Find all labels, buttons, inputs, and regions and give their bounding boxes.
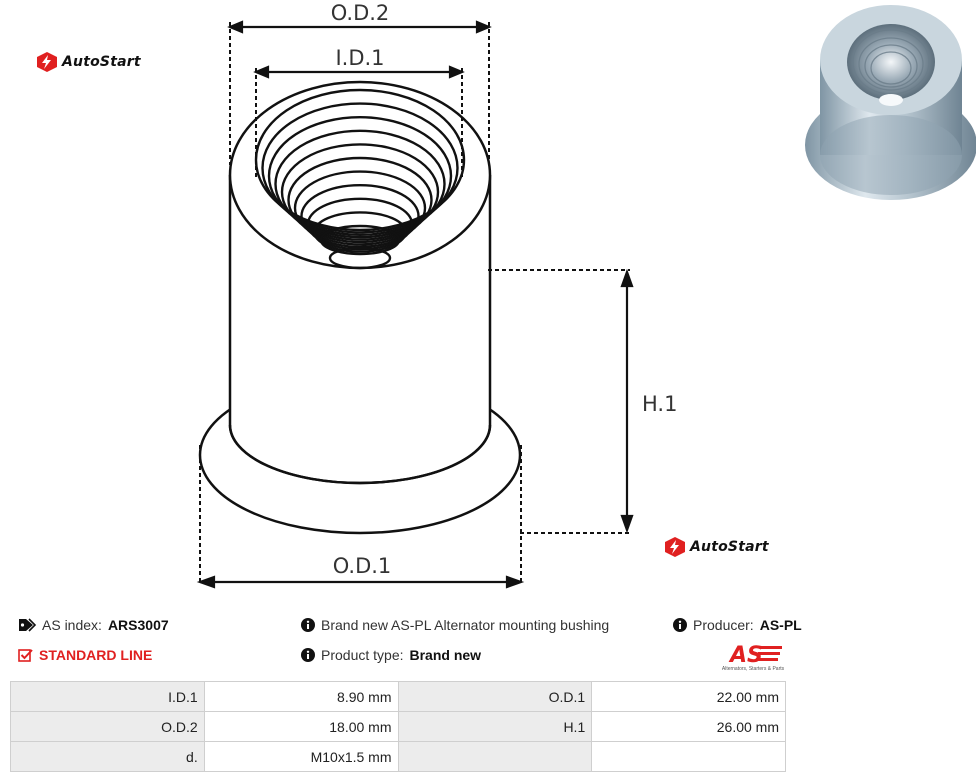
- od1-label: O.D.1: [333, 554, 392, 578]
- spec-value: 22.00 mm: [591, 681, 786, 712]
- thread-ring: [280, 143, 440, 241]
- spec-key: O.D.2: [10, 711, 205, 742]
- spec-value: [591, 741, 786, 772]
- tag-icon: [19, 618, 37, 632]
- bushing-drawing: O.D.2 I.D.1 H.1 O.D.1: [196, 1, 677, 589]
- spec-key: H.1: [397, 711, 593, 742]
- table-row: d. M10x1.5 mm: [10, 741, 786, 772]
- id1-label: I.D.1: [335, 46, 384, 70]
- spec-key: d.: [10, 741, 205, 772]
- as-logo-text: AS: [728, 643, 763, 668]
- product-photo: [805, 5, 976, 200]
- info-icon: [301, 648, 315, 662]
- product-description: Brand new AS-PL Alternator mounting bush…: [301, 617, 609, 633]
- as-index-label: AS index:: [42, 617, 102, 633]
- as-logo-tagline: Alternators, Starters & Parts: [722, 666, 785, 672]
- autostart-icon: [37, 52, 57, 72]
- spec-value: M10x1.5 mm: [203, 741, 399, 772]
- autostart-logo-top: AutoStart: [36, 52, 141, 72]
- description-text: Brand new AS-PL Alternator mounting bush…: [321, 617, 610, 633]
- spec-key: I.D.1: [10, 681, 205, 712]
- thread-rings: [254, 88, 466, 256]
- thread-ring: [306, 197, 414, 251]
- as-index: AS index: ARS3007: [18, 617, 169, 633]
- autostart-icon: [665, 537, 685, 557]
- standard-line-badge: STANDARD LINE: [18, 647, 152, 663]
- table-row: I.D.1 8.90 mm O.D.1 22.00 mm: [10, 681, 786, 712]
- product-type-value: Brand new: [409, 647, 482, 663]
- brand-name: AutoStart: [690, 539, 769, 555]
- spec-value: 18.00 mm: [203, 711, 399, 742]
- spec-key: O.D.1: [397, 681, 593, 712]
- spec-value: 8.90 mm: [203, 681, 399, 712]
- info-icon: [673, 618, 687, 632]
- table-row: O.D.2 18.00 mm H.1 26.00 mm: [10, 711, 786, 742]
- thread-ring: [261, 102, 459, 234]
- autostart-logo-bottom: AutoStart: [664, 537, 769, 557]
- as-index-value: ARS3007: [107, 617, 169, 633]
- thread-ring: [313, 211, 407, 253]
- spec-key: [397, 741, 593, 772]
- product-type-label: Product type:: [321, 647, 404, 663]
- as-pl-logo: AS Alternators, Starters & Parts: [722, 643, 785, 672]
- producer-label: Producer:: [693, 617, 754, 633]
- thread-ring: [287, 156, 433, 244]
- od2-label: O.D.2: [331, 1, 390, 25]
- producer-value: AS-PL: [759, 617, 802, 633]
- info-icon: [301, 618, 315, 632]
- product-type: Product type: Brand new: [301, 647, 481, 663]
- thread-ring: [274, 129, 446, 239]
- specs-table: I.D.1 8.90 mm O.D.1 22.00 mm O.D.2 18.00…: [10, 681, 786, 772]
- producer: Producer: AS-PL: [673, 617, 802, 633]
- thread-ring: [300, 183, 420, 248]
- brand-name: AutoStart: [62, 54, 141, 70]
- thread-ring: [293, 170, 427, 246]
- h1-label: H.1: [642, 392, 677, 416]
- line-text: STANDARD LINE: [39, 647, 153, 663]
- spec-value: 26.00 mm: [591, 711, 786, 742]
- thread-ring: [319, 224, 401, 256]
- thread-ring: [267, 115, 453, 236]
- checkbox-icon: [18, 649, 33, 662]
